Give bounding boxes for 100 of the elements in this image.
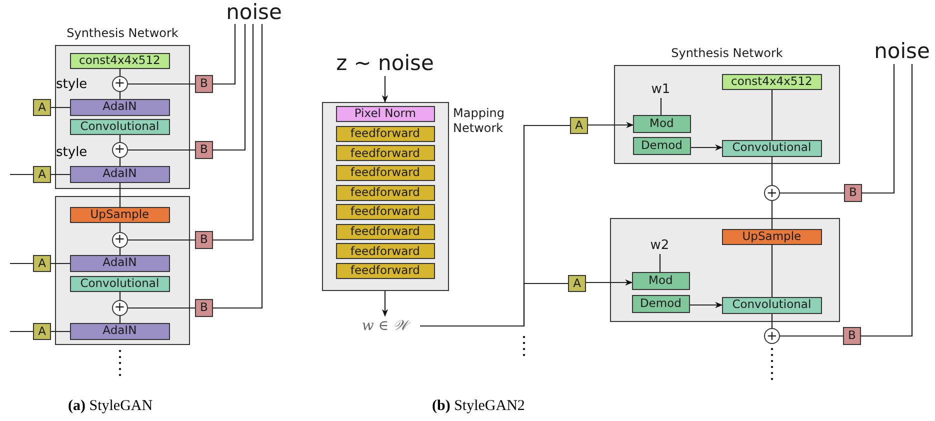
sum-node: +: [112, 300, 128, 316]
connector-line: [382, 76, 388, 103]
modulation-block: Mod: [632, 272, 690, 290]
style-transform-block: A: [568, 275, 586, 292]
noise-scale-block: B: [195, 141, 213, 159]
feedforward-block: feedforward: [336, 184, 435, 200]
noise-scale-block: B: [195, 299, 213, 317]
connector-line: [10, 330, 33, 332]
feedforward-block: feedforward: [336, 164, 435, 181]
feedforward-block: feedforward: [336, 204, 435, 220]
adain-block: AdaIN: [70, 254, 170, 272]
adain-block: AdaIN: [70, 322, 170, 340]
adain-block: AdaIN: [70, 98, 170, 116]
latent-variable-label: w ∈ 𝒲: [350, 316, 420, 336]
connector-line: [10, 174, 33, 176]
sum-node: +: [764, 328, 780, 344]
weight-label: w2: [644, 238, 675, 254]
connector-line: [51, 106, 70, 108]
modulation-block: Mod: [632, 114, 691, 133]
network-panel: [55, 196, 190, 345]
connector-line: [690, 302, 723, 308]
connector-line: [691, 144, 723, 151]
modulation-block: Demod: [632, 294, 690, 313]
feedforward-block: feedforward: [336, 262, 435, 279]
connector-line: [588, 122, 634, 128]
connector-line: [382, 291, 388, 317]
connector-line: [780, 335, 843, 337]
connector-line: [771, 245, 773, 297]
connector-line: [51, 330, 70, 332]
adain-block: AdaIN: [70, 166, 170, 183]
sum-node: +: [764, 185, 780, 201]
connector-line: [862, 64, 895, 194]
feedforward-block: feedforward: [336, 243, 435, 260]
upsample-block: UpSample: [722, 228, 822, 245]
network-panel: [610, 218, 840, 322]
noise-label: noise: [872, 38, 932, 64]
connector-line: [119, 135, 121, 142]
style-transform-block: A: [33, 99, 51, 116]
connector-line: [119, 183, 121, 207]
pixel-norm-block: Pixel Norm: [336, 106, 435, 122]
constant-block: const4x4x512: [722, 74, 822, 90]
figure-caption: (a) StyleGAN: [68, 398, 153, 415]
connector-line: [420, 282, 568, 327]
connector-line: [51, 174, 70, 176]
noise-scale-block: B: [843, 327, 861, 345]
connector-line: [119, 292, 121, 300]
feedforward-block: feedforward: [336, 224, 435, 240]
style-transform-block: A: [33, 323, 51, 340]
connector-line: [586, 279, 633, 286]
noise-scale-block: B: [844, 184, 862, 202]
weight-label: w1: [646, 82, 676, 98]
noise-scale-block: B: [195, 231, 213, 249]
modulation-block: Demod: [632, 136, 691, 155]
panel-heading: Synthesis Network: [671, 46, 783, 60]
connector-line: [128, 83, 195, 85]
connector-line: [119, 248, 121, 255]
convolution-block: Convolutional: [70, 276, 170, 292]
connector-line: [213, 24, 246, 151]
connector-line: [771, 314, 773, 328]
constant-block: const4x4x512: [70, 52, 170, 69]
convolution-block: Convolutional: [722, 296, 822, 314]
style-transform-block: A: [33, 255, 51, 272]
connector-line: [128, 149, 195, 151]
sum-node: +: [112, 76, 128, 92]
style-transform-block: A: [570, 117, 588, 134]
convolution-block: Convolutional: [722, 140, 822, 157]
convolution-block: Convolutional: [70, 118, 170, 135]
connector-line: [213, 24, 254, 241]
style-transform-block: A: [33, 166, 51, 183]
connector-line: [119, 223, 121, 232]
connector-line: [119, 69, 121, 76]
upsample-block: UpSample: [70, 206, 170, 223]
connector-line: [119, 316, 121, 323]
connector-line: [660, 98, 662, 115]
connector-line: [771, 157, 773, 185]
connector-line: [128, 239, 195, 241]
connector-line: [128, 307, 195, 309]
connector-line: [780, 192, 844, 194]
feedforward-block: feedforward: [336, 145, 435, 162]
connector-line: [10, 262, 33, 264]
sum-node: +: [112, 142, 128, 158]
port-label: style: [56, 145, 88, 160]
panel-heading: Synthesis Network: [66, 26, 178, 40]
feedforward-block: feedforward: [336, 126, 435, 142]
connector-line: [119, 158, 121, 166]
connector-line: [51, 262, 70, 264]
connector-line: [659, 254, 661, 272]
port-label: style: [56, 77, 88, 92]
connector-line: [213, 24, 263, 309]
noise-label: noise: [226, 0, 282, 24]
connector-line: [861, 64, 913, 337]
panel-heading: Mapping Network: [453, 106, 506, 136]
connector-line: [771, 90, 773, 140]
figure-caption: (b) StyleGAN2: [432, 398, 525, 415]
noise-label: z ~ noise: [336, 50, 434, 76]
connector-line: [771, 201, 773, 229]
sum-node: +: [112, 232, 128, 248]
connector-line: [213, 24, 236, 85]
connector-line: [119, 92, 121, 99]
noise-scale-block: B: [195, 75, 213, 93]
